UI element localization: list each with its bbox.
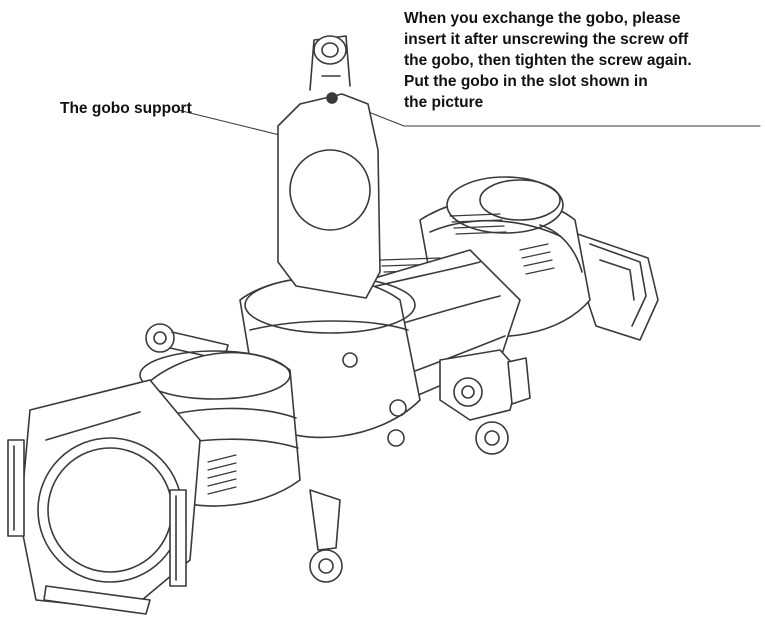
gobo-screw	[326, 92, 338, 104]
screw	[342, 352, 358, 368]
front-lens-opening	[37, 437, 183, 583]
front-vent	[207, 454, 237, 495]
bottom-handle	[309, 489, 343, 583]
instruction-line: the picture	[404, 94, 484, 111]
gobo-holder	[277, 35, 381, 299]
gobo-instructions: When you exchange the gobo, please inser…	[404, 8, 692, 113]
front-frame	[7, 379, 201, 615]
screw	[387, 429, 405, 447]
instruction-line: the gobo, then tighten the screw again.	[404, 52, 692, 69]
frame-clip-left	[7, 439, 25, 537]
instruction-line: Put the gobo in the slot shown in	[404, 73, 648, 90]
gobo-support-label: The gobo support	[60, 100, 192, 117]
screw	[389, 399, 407, 417]
instruction-line: When you exchange the gobo, please	[404, 10, 681, 27]
instruction-line: insert it after unscrewing the screw off	[404, 31, 689, 48]
ring-lug-left	[145, 323, 229, 361]
gobo-opening	[289, 149, 371, 231]
frame-clip-right	[169, 489, 187, 587]
side-knob	[439, 349, 531, 455]
frame-clip-bottom	[43, 585, 151, 615]
gobo-holder-tab-hole	[313, 35, 347, 65]
side-vent	[519, 243, 555, 275]
handle-loop-right	[475, 421, 509, 455]
